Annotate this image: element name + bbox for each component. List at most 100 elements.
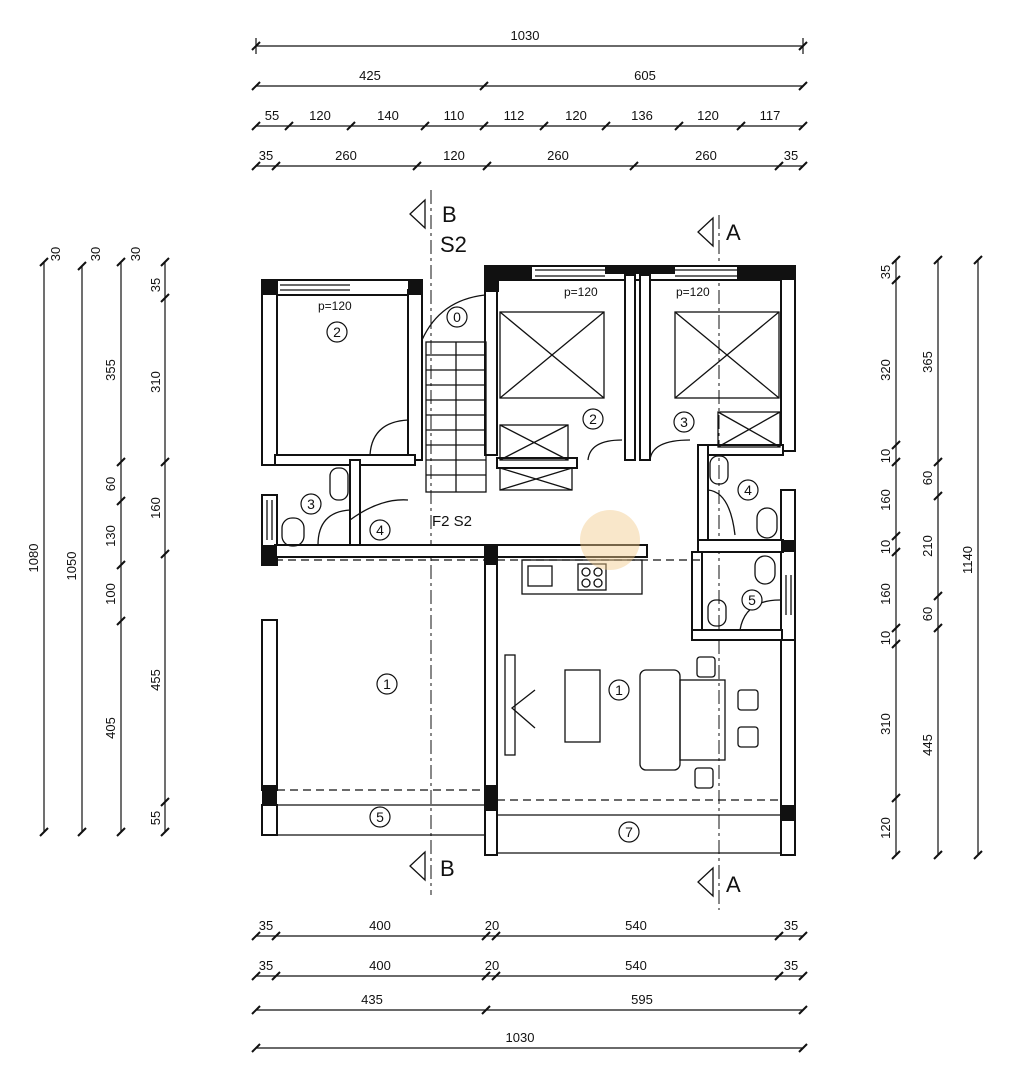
top-dimensions: 1030 425 605 55 120 140 110 112 120 136 …	[251, 28, 808, 171]
section-a-bottom: A	[726, 872, 741, 897]
dim-right-1-g: 10	[878, 631, 893, 645]
dim-left-4-a: 35	[148, 278, 163, 292]
room-left-terrace: 5	[376, 809, 384, 825]
dim-left-4-b: 310	[148, 371, 163, 393]
room-numbers: 0 2 3 4 1 5 2 3 4 5 1 7	[300, 306, 763, 843]
room-right-bedroom-3: 3	[680, 414, 688, 430]
dining-table	[679, 679, 726, 761]
bathtub-icon	[329, 467, 349, 501]
dim-left-3-e: 100	[103, 583, 118, 605]
dim-left-2-top: 30	[88, 247, 103, 261]
stair-label: F2 S2	[432, 513, 472, 530]
dim-bottom-1-c: 20	[485, 918, 499, 933]
dim-bottom-1-d: 540	[625, 918, 647, 933]
room-right-bedroom-2: 2	[589, 411, 597, 427]
dim-right-2-c: 210	[920, 535, 935, 557]
dim-top-1: 1030	[511, 28, 540, 43]
right-dimensions: 35 320 10 160 10 160 10 310 120 365 60 2…	[878, 255, 983, 860]
dim-bottom-1-a: 35	[259, 918, 273, 933]
dim-left-4-e: 55	[148, 811, 163, 825]
dim-left-3-c: 60	[103, 477, 118, 491]
dim-top-3-d: 110	[444, 108, 465, 123]
dim-right-3: 1140	[960, 546, 975, 574]
doors	[317, 294, 781, 631]
dim-left-1: 1080	[26, 544, 41, 573]
dim-right-1-c: 10	[878, 449, 893, 463]
dim-left-2: 1050	[64, 552, 79, 581]
dim-bottom-2-d: 540	[625, 958, 647, 973]
dim-bottom-2-b: 400	[369, 958, 391, 973]
dim-top-4-e: 260	[695, 148, 717, 163]
furniture	[281, 311, 781, 789]
dim-top-3-a: 55	[265, 108, 279, 123]
windows: p=120 p=120 p=120	[266, 269, 792, 615]
dim-left-3-f: 405	[103, 717, 118, 739]
dim-right-1-e: 10	[878, 540, 893, 554]
room-left-hall: 4	[376, 522, 384, 538]
dim-top-2-b: 605	[634, 68, 656, 83]
section-a-bottom-arrow	[697, 866, 714, 898]
room-right-bath-4: 4	[744, 482, 752, 498]
room-right-terrace: 7	[625, 824, 633, 840]
section-b-top-sub: S2	[440, 232, 467, 257]
dim-bottom-2-a: 35	[259, 958, 273, 973]
dim-right-1-a: 35	[878, 265, 893, 279]
section-a-top-arrow	[697, 216, 714, 248]
sink-icon	[709, 455, 729, 485]
dim-left-3-a: 30	[128, 247, 143, 261]
chair-icon	[694, 767, 714, 789]
kitchen-counter	[521, 559, 643, 595]
dim-top-4-a: 35	[259, 148, 273, 163]
toilet-icon	[707, 599, 727, 627]
dim-top-2-a: 425	[359, 68, 381, 83]
toilet-icon	[756, 507, 778, 539]
dim-left-3-d: 130	[103, 525, 118, 547]
dim-left-1-top: 30	[48, 247, 63, 261]
dim-top-3-f: 120	[565, 108, 587, 123]
section-b-bottom: B	[440, 856, 455, 881]
dim-right-1-i: 120	[878, 817, 893, 839]
room-left-bedroom: 2	[333, 324, 341, 340]
dim-top-3-e: 112	[504, 108, 525, 123]
dim-top-3-i: 117	[760, 108, 781, 123]
dim-bottom-3-a: 435	[361, 992, 383, 1007]
window-label-mid: p=120	[564, 285, 598, 299]
dim-bottom-1-e: 35	[784, 918, 798, 933]
dim-right-2-d: 60	[920, 607, 935, 621]
dim-top-3-c: 140	[377, 108, 399, 123]
room-0: 0	[453, 309, 461, 325]
dim-right-1-f: 160	[878, 583, 893, 605]
toilet-icon	[281, 517, 305, 547]
dim-left-4-c: 160	[148, 497, 163, 519]
dim-top-3-g: 136	[631, 108, 653, 123]
section-b-top-arrow	[409, 198, 426, 230]
dim-top-3-b: 120	[309, 108, 331, 123]
room-right-living: 1	[615, 682, 623, 698]
bed-right-2	[499, 311, 605, 399]
chair-icon	[696, 656, 716, 678]
dim-bottom-3-b: 595	[631, 992, 653, 1007]
coffee-table	[564, 669, 601, 743]
bed-right-3	[674, 311, 780, 399]
section-b-top: B	[442, 202, 457, 227]
dim-right-2-a: 365	[920, 351, 935, 373]
dim-top-4-c: 120	[443, 148, 465, 163]
stove-icon	[577, 563, 607, 591]
dim-right-2-e: 445	[920, 734, 935, 756]
bottom-dimensions: 35 400 20 540 35 35 400 20 540 35 435 59…	[251, 918, 808, 1053]
dim-bottom-2-e: 35	[784, 958, 798, 973]
dim-bottom-4: 1030	[506, 1030, 535, 1045]
window-label-right: p=120	[676, 285, 710, 299]
sink-icon	[527, 565, 553, 587]
dim-top-4-b: 260	[335, 148, 357, 163]
chair-icon	[737, 689, 759, 711]
dim-left-4-d: 455	[148, 669, 163, 691]
sofa-icon	[639, 669, 681, 771]
dim-top-4-f: 35	[784, 148, 798, 163]
dim-bottom-2-c: 20	[485, 958, 499, 973]
dim-right-1-d: 160	[878, 489, 893, 511]
dim-right-1-h: 310	[878, 713, 893, 735]
section-a-top: A	[726, 220, 741, 245]
dim-right-2-b: 60	[920, 471, 935, 485]
